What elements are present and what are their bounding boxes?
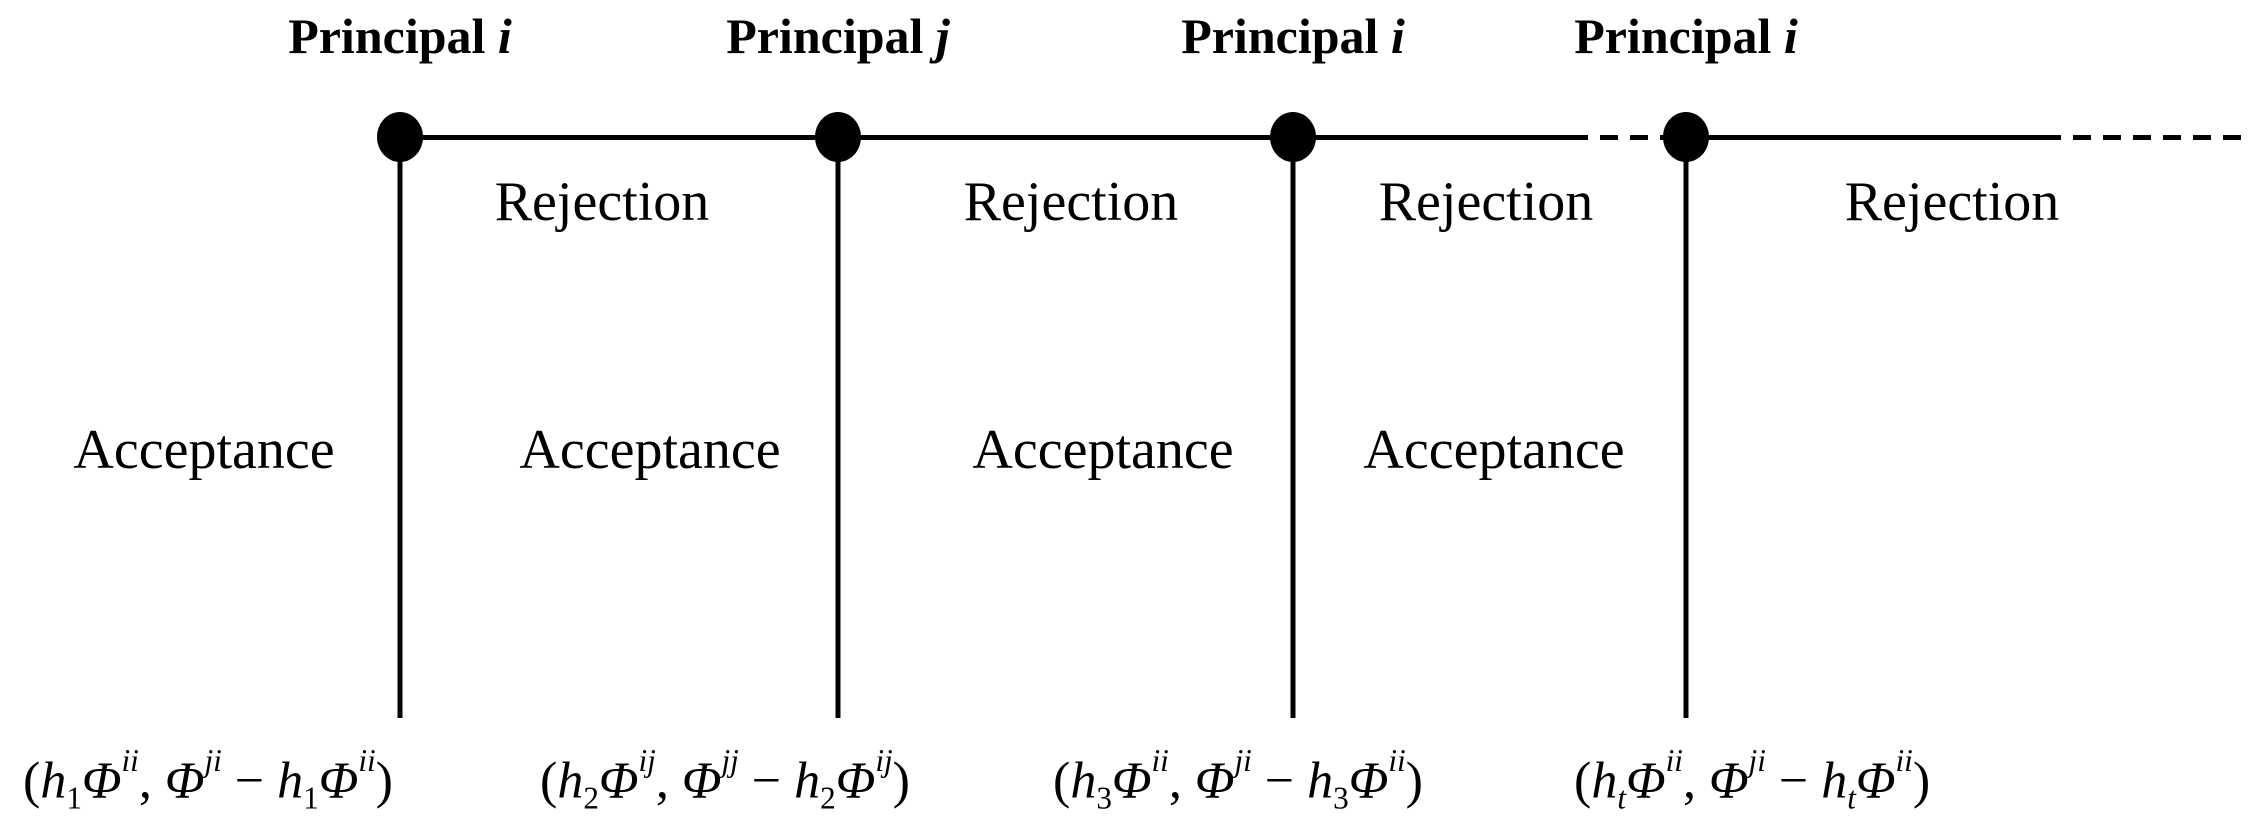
- timeline-solid-segment: [1686, 135, 2043, 140]
- principal-word: Principal: [726, 8, 924, 64]
- principal-word: Principal: [1181, 8, 1379, 64]
- payoff-token: ij: [875, 743, 893, 778]
- principal-label: Principal i: [1181, 8, 1405, 66]
- payoff-token: ij: [638, 743, 656, 778]
- rejection-label: Rejection: [963, 171, 1179, 233]
- payoff-token: 3: [1333, 780, 1349, 816]
- payoff-token: Φ: [598, 752, 639, 810]
- payoff-token: Φ: [1708, 752, 1749, 810]
- timeline-solid-segment: [400, 135, 1570, 140]
- payoff-token: ii: [1665, 743, 1683, 778]
- payoff-token: −: [1765, 752, 1822, 810]
- payoff-token: 1: [66, 780, 82, 816]
- payoff-token: 1: [303, 780, 319, 816]
- payoff-token: Φ: [164, 752, 205, 810]
- payoff-token: 3: [1096, 780, 1112, 816]
- payoff-expression: (h2Φij, Φjj − h2Φij): [540, 742, 910, 817]
- payoff-expression: (htΦii, Φji − htΦii): [1574, 742, 1930, 817]
- payoff-token: t: [1847, 780, 1856, 816]
- payoff-token: h: [557, 752, 584, 810]
- principal-word: Principal: [288, 8, 486, 64]
- payoff-token: −: [738, 752, 795, 810]
- payoff-token: ,: [1682, 752, 1709, 810]
- payoff-token: ii: [1388, 743, 1406, 778]
- payoff-token: h: [40, 752, 67, 810]
- payoff-token: Φ: [1194, 752, 1235, 810]
- payoff-token: t: [1617, 780, 1626, 816]
- timeline-dashed-segment: [1570, 135, 1666, 140]
- payoff-token: Φ: [1626, 752, 1666, 810]
- payoff-token: Φ: [681, 752, 722, 810]
- payoff-token: ii: [1895, 743, 1913, 778]
- payoff-token: ji: [1234, 743, 1252, 778]
- principal-label: Principal j: [726, 8, 950, 66]
- payoff-token: Φ: [318, 752, 359, 810]
- payoff-token: −: [221, 752, 278, 810]
- payoff-token: (: [23, 752, 41, 810]
- principal-label: Principal i: [288, 8, 512, 66]
- acceptance-branch-line: [1290, 140, 1296, 718]
- acceptance-label: Acceptance: [519, 419, 781, 481]
- payoff-token: Φ: [1855, 752, 1896, 810]
- payoff-token: ii: [1151, 743, 1169, 778]
- rejection-label: Rejection: [1378, 171, 1594, 233]
- payoff-token: h: [1821, 752, 1848, 810]
- payoff-token: ,: [655, 752, 682, 810]
- payoff-token: −: [1251, 752, 1308, 810]
- payoff-token: ): [1405, 752, 1423, 810]
- payoff-token: h: [1591, 752, 1618, 810]
- payoff-token: h: [277, 752, 304, 810]
- payoff-token: h: [1070, 752, 1097, 810]
- payoff-token: h: [794, 752, 821, 810]
- acceptance-branch-line: [835, 140, 841, 718]
- payoff-token: ): [892, 752, 910, 810]
- principal-index: j: [935, 8, 950, 64]
- payoff-token: h: [1307, 752, 1334, 810]
- principal-index: i: [1783, 8, 1798, 64]
- payoff-token: Φ: [835, 752, 876, 810]
- acceptance-label: Acceptance: [1363, 419, 1625, 481]
- principal-index: i: [1390, 8, 1405, 64]
- payoff-token: (: [540, 752, 558, 810]
- rejection-label: Rejection: [494, 171, 710, 233]
- timeline-dashed-segment: [2043, 135, 2248, 140]
- payoff-token: ii: [121, 743, 139, 778]
- principal-label: Principal i: [1574, 8, 1798, 66]
- payoff-token: 2: [820, 780, 836, 816]
- payoff-token: Φ: [81, 752, 122, 810]
- payoff-token: ,: [138, 752, 165, 810]
- payoff-token: (: [1574, 752, 1592, 810]
- payoff-token: ,: [1168, 752, 1195, 810]
- payoff-token: (: [1053, 752, 1071, 810]
- payoff-token: ): [1912, 752, 1931, 810]
- rejection-label: Rejection: [1844, 171, 2060, 233]
- acceptance-label: Acceptance: [73, 419, 335, 481]
- payoff-token: ii: [358, 743, 376, 778]
- payoff-token: ji: [204, 743, 222, 778]
- payoff-token: Φ: [1348, 752, 1389, 810]
- principal-index: i: [497, 8, 512, 64]
- payoff-expression: (h1Φii, Φji − h1Φii): [23, 742, 393, 817]
- acceptance-branch-line: [1683, 140, 1689, 718]
- payoff-token: ji: [1748, 743, 1766, 778]
- payoff-token: ): [375, 752, 393, 810]
- acceptance-branch-line: [397, 140, 403, 718]
- principal-word: Principal: [1574, 8, 1772, 64]
- payoff-token: jj: [721, 743, 739, 778]
- payoff-token: 2: [583, 780, 599, 816]
- acceptance-label: Acceptance: [972, 419, 1234, 481]
- payoff-token: Φ: [1111, 752, 1152, 810]
- payoff-expression: (h3Φii, Φji − h3Φii): [1053, 742, 1423, 817]
